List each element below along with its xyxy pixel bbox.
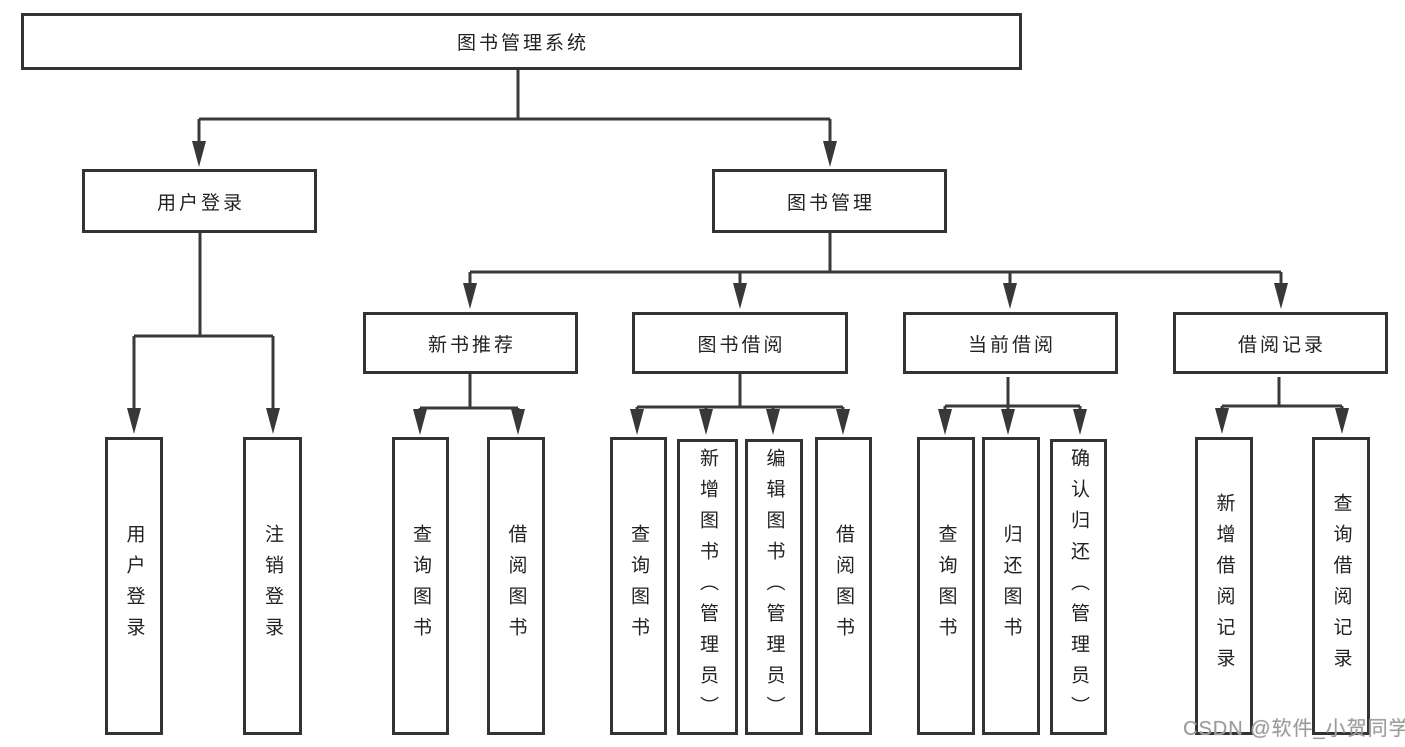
node-new-book-recommend-label: 新书推荐 <box>427 334 516 356</box>
leaf-logout: 注销登录 <box>243 437 302 735</box>
leaf-query-borrow-record-label: 查询借阅记录 <box>1330 493 1352 679</box>
node-borrowing-records: 借阅记录 <box>1173 312 1388 374</box>
leaf-logout-label: 注销登录 <box>262 524 283 648</box>
leaf-user-login-label: 用户登录 <box>123 524 145 648</box>
leaf-return-books: 归还图书 <box>982 437 1040 735</box>
node-book-management-label: 图书管理 <box>786 192 875 214</box>
node-root-label: 图书管理系统 <box>456 33 589 54</box>
leaf-query-books-2: 查询图书 <box>610 437 667 735</box>
leaf-add-borrow-record: 新增借阅记录 <box>1195 437 1253 735</box>
connector-segments <box>132 69 1344 414</box>
leaf-add-borrow-record-label: 新增借阅记录 <box>1213 493 1235 679</box>
leaf-borrow-books-2-label: 借阅图书 <box>833 524 854 648</box>
leaf-add-books-admin-label: 新增图书（管理员） <box>697 447 718 727</box>
leaf-add-books-admin: 新增图书（管理员） <box>677 439 738 735</box>
leaf-query-books-1: 查询图书 <box>392 437 449 735</box>
leaf-query-books-3: 查询图书 <box>917 437 975 735</box>
node-user-login: 用户登录 <box>82 169 317 233</box>
leaf-edit-books-admin: 编辑图书（管理员） <box>745 439 803 735</box>
node-book-borrowing-label: 图书借阅 <box>697 334 786 356</box>
node-book-management: 图书管理 <box>712 169 947 233</box>
node-current-borrowing-label: 当前借阅 <box>967 334 1056 356</box>
node-root-system: 图书管理系统 <box>21 13 1022 70</box>
leaf-query-books-2-label: 查询图书 <box>628 524 649 648</box>
leaf-confirm-return-admin-label: 确认归还（管理员） <box>1068 447 1089 727</box>
leaf-confirm-return-admin: 确认归还（管理员） <box>1050 439 1107 735</box>
leaf-borrow-books-2: 借阅图书 <box>815 437 872 735</box>
leaf-user-login: 用户登录 <box>105 437 163 735</box>
leaf-query-books-1-label: 查询图书 <box>410 524 431 648</box>
leaf-borrow-books-1-label: 借阅图书 <box>505 524 527 648</box>
node-borrowing-records-label: 借阅记录 <box>1237 334 1326 356</box>
arrowhead-icons <box>127 141 1349 435</box>
node-current-borrowing: 当前借阅 <box>903 312 1118 374</box>
csdn-watermark: CSDN @软件_小贺同学 <box>1183 718 1405 740</box>
node-book-borrowing: 图书借阅 <box>632 312 848 374</box>
leaf-edit-books-admin-label: 编辑图书（管理员） <box>763 447 785 727</box>
node-user-login-label: 用户登录 <box>156 192 245 214</box>
leaf-query-borrow-record: 查询借阅记录 <box>1312 437 1370 735</box>
node-new-book-recommend: 新书推荐 <box>363 312 578 374</box>
leaf-borrow-books-1: 借阅图书 <box>487 437 545 735</box>
leaf-return-books-label: 归还图书 <box>1000 524 1022 648</box>
leaf-query-books-3-label: 查询图书 <box>935 524 957 648</box>
